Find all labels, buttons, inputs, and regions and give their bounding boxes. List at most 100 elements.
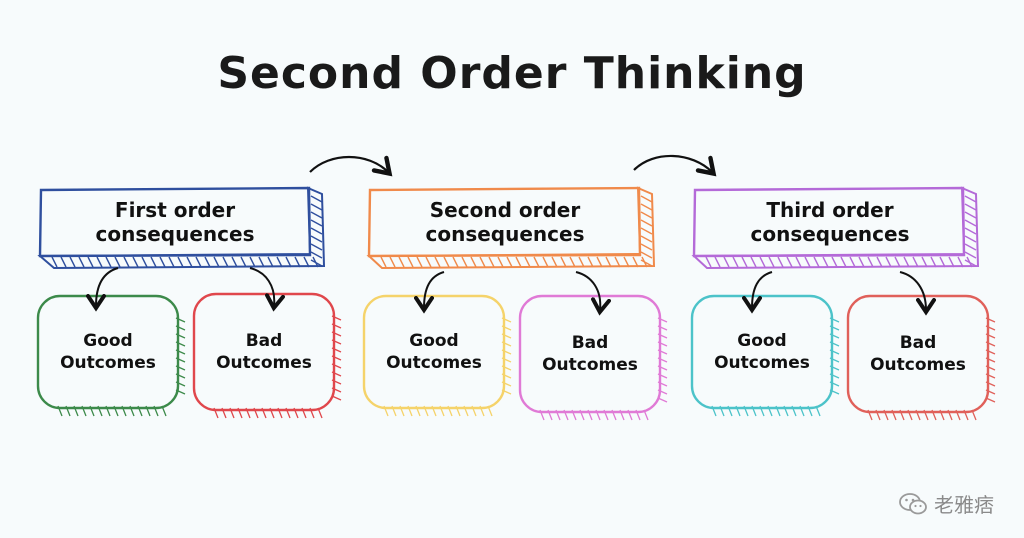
hatch-line: [204, 256, 211, 268]
second-order-label-line2: consequences: [425, 222, 585, 246]
hatch-line: [930, 256, 937, 268]
first-order-box-hatching: [51, 195, 323, 268]
hatch-line: [123, 256, 130, 268]
hatch-line: [578, 256, 585, 268]
second-order-box-hatching: [380, 195, 653, 268]
hatch-line: [705, 256, 712, 268]
arrow-first-to-good: [86, 267, 119, 312]
hatch-line: [69, 256, 76, 268]
bad-outcomes-box-2: [518, 294, 662, 414]
hatch-line: [640, 259, 653, 267]
hatch-line: [632, 256, 639, 268]
third-order-box-outline: [692, 186, 966, 258]
hatch-line: [389, 256, 396, 268]
hatch-line: [964, 219, 977, 227]
arrow-third-to-good: [742, 271, 773, 314]
hatch-line: [714, 256, 721, 268]
hatch-line: [267, 256, 274, 268]
hatch-line: [195, 256, 202, 268]
hatch-line: [964, 251, 977, 259]
hatch-line: [132, 256, 139, 268]
hatch-line: [822, 256, 829, 268]
hatch-line: [452, 256, 459, 268]
hatch-line: [640, 251, 653, 259]
hatch-line: [380, 256, 387, 268]
hatch-line: [741, 256, 748, 268]
hatch-line: [310, 195, 323, 203]
hatch-line: [258, 256, 265, 268]
hatch-line: [78, 256, 85, 268]
hatch-line: [768, 256, 775, 268]
hatch-line: [222, 256, 229, 268]
hatch-line: [587, 256, 594, 268]
hatch-line: [141, 256, 148, 268]
good-outcomes-1-line2: Outcomes: [60, 353, 156, 373]
hatch-line: [849, 256, 856, 268]
hatch-line: [407, 256, 414, 268]
hatch-line: [876, 256, 883, 268]
hatch-line: [964, 259, 977, 267]
hatch-line: [596, 256, 603, 268]
first-order-box: [37, 186, 326, 270]
hatch-line: [310, 259, 323, 267]
outcome-boxes: [36, 292, 990, 414]
second-order-box-outline: [367, 186, 642, 258]
hatch-line: [213, 256, 220, 268]
hatch-line: [551, 256, 558, 268]
bad-outcomes-2-line2: Outcomes: [542, 355, 638, 375]
hatch-line: [885, 256, 892, 268]
watermark-text: 老雅痞: [934, 493, 994, 517]
arrow-second-to-bad: [575, 271, 611, 316]
hatch-line: [310, 235, 323, 243]
hatch-line: [276, 256, 283, 268]
hatch-line: [461, 256, 468, 268]
hatch-line: [795, 256, 802, 268]
second-order-label: Second order consequences: [373, 192, 637, 254]
hatch-line: [470, 256, 477, 268]
arrow-first-to-bad: [249, 267, 285, 312]
hatch-line: [87, 256, 94, 268]
hatch-line: [813, 256, 820, 268]
bad-outcomes-3-line1: Bad: [899, 332, 937, 353]
hatch-line: [231, 256, 238, 268]
hatch-line: [294, 256, 301, 268]
hatch-line: [159, 256, 166, 268]
good-outcomes-1-line1: Good: [83, 330, 133, 351]
hatch-line: [759, 256, 766, 268]
hatch-line: [786, 256, 793, 268]
hatch-line: [114, 256, 121, 268]
hatch-line: [640, 203, 653, 211]
hatch-line: [285, 256, 292, 268]
hatch-line: [560, 256, 567, 268]
hatch-line: [177, 256, 184, 268]
bad-outcomes-box-3: [846, 294, 990, 414]
second-order-label-line1: Second order: [429, 198, 581, 223]
hatch-line: [515, 256, 522, 268]
hatch-line: [964, 203, 977, 211]
hatch-line: [777, 256, 784, 268]
first-order-label-line1: First order: [114, 198, 236, 223]
bad-outcomes-box-1: [192, 292, 336, 412]
bad-outcomes-3-line2: Outcomes: [870, 355, 966, 375]
diagram-title: Second Order Thinking: [217, 48, 807, 99]
third-order-box: [691, 186, 980, 270]
hatch-line: [497, 256, 504, 268]
good-outcomes-3-line2: Outcomes: [714, 353, 810, 373]
hatch-line: [614, 256, 621, 268]
hatch-line: [831, 256, 838, 268]
good-outcomes-3-line1: Good: [737, 330, 787, 351]
hatch-line: [524, 256, 531, 268]
arrow-stage1-to-stage2: [309, 155, 393, 177]
hatch-line: [542, 256, 549, 268]
hatch-line: [723, 256, 730, 268]
hatch-line: [506, 256, 513, 268]
hatch-line: [488, 256, 495, 268]
hatch-line: [186, 256, 193, 268]
good-outcomes-box-1: [36, 294, 180, 410]
hatch-line: [310, 211, 323, 219]
